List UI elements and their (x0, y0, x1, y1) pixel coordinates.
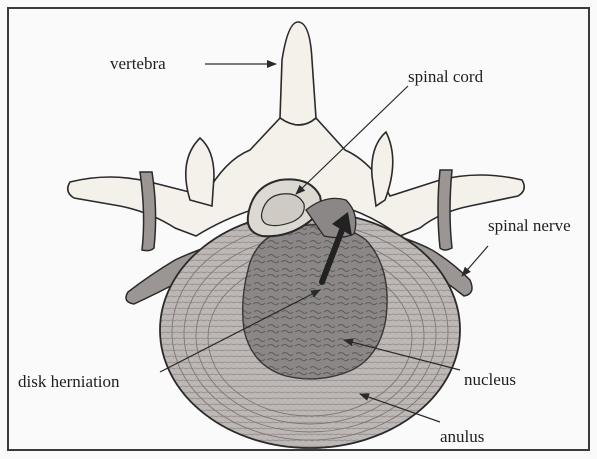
label-spinal-cord: spinal cord (408, 68, 483, 85)
label-vertebra: vertebra (110, 55, 166, 72)
spinal-nerve-leader (462, 246, 488, 276)
nucleus-shape (243, 225, 387, 379)
label-disk-herniation: disk herniation (18, 373, 120, 390)
label-anulus: anulus (440, 428, 484, 445)
label-spinal-nerve: spinal nerve (488, 217, 571, 234)
label-nucleus: nucleus (464, 371, 516, 388)
